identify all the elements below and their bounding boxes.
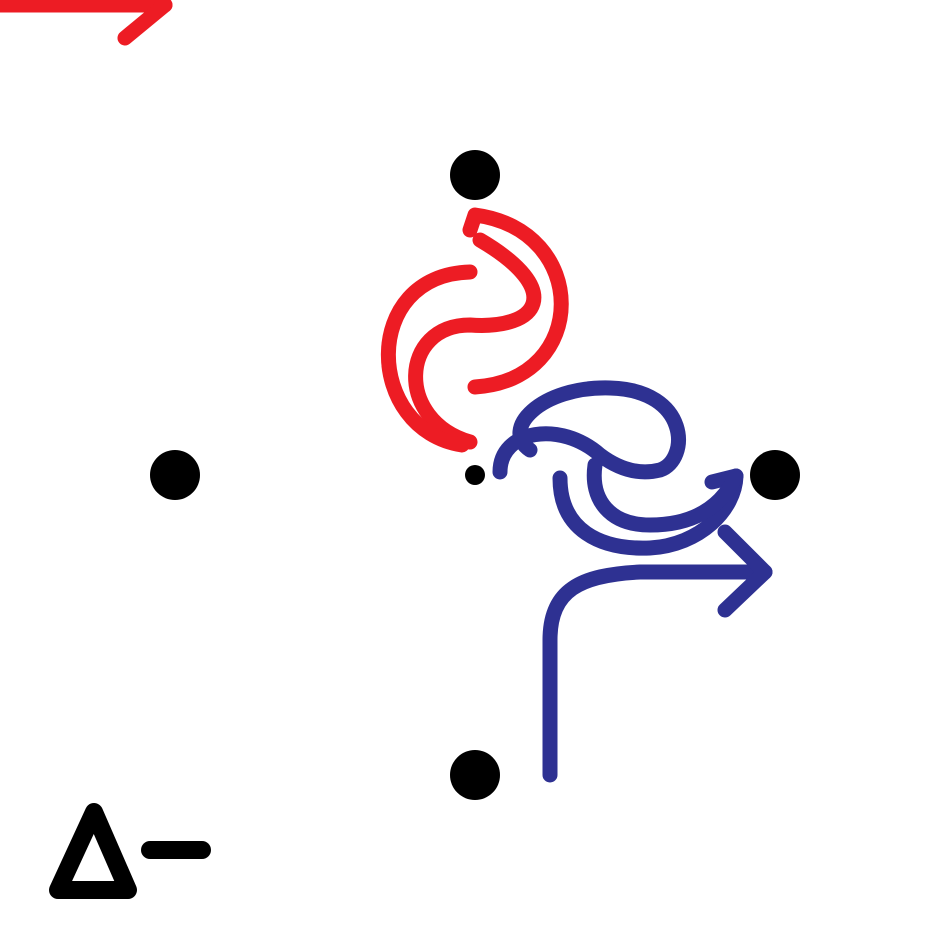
east-point	[750, 450, 800, 500]
blue-path-mid-strand	[586, 457, 744, 533]
delta-minus-symbol	[49, 803, 211, 899]
delta-glyph	[49, 803, 137, 899]
blue-path-arrowhead	[717, 524, 773, 618]
blue-path-top-loop	[492, 380, 686, 480]
blue-path	[492, 380, 773, 783]
red-path	[380, 207, 569, 453]
south-point	[450, 750, 500, 800]
offscreen-red-arrow-head	[117, 0, 173, 46]
red-path-mid-strand	[408, 232, 542, 450]
red-path-outer-strand	[462, 207, 569, 395]
center-point	[465, 465, 485, 485]
red-path-inner-strand	[380, 264, 478, 453]
blue-path-tail	[542, 564, 773, 783]
offscreen-red-arrow	[0, 0, 173, 46]
north-point	[450, 150, 500, 200]
blue-path-lower-loop	[552, 468, 744, 556]
points	[150, 150, 800, 800]
west-point	[150, 450, 200, 500]
